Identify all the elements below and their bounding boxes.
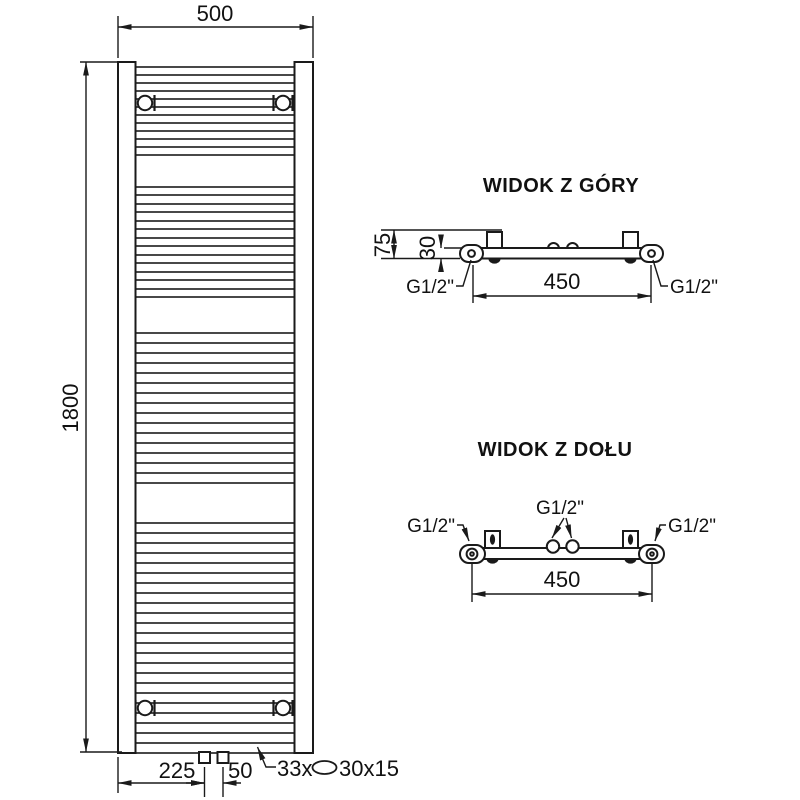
dim-depth-label: 75 [370, 233, 395, 257]
top-bracket-foot-right [624, 259, 637, 264]
top-fitting-left-thread [467, 249, 476, 258]
bottom-thread-center-label: G1/2" [536, 498, 584, 519]
bottom-pipe-left [198, 751, 211, 764]
dim-top-connections: 450 [472, 265, 652, 303]
tube-profile-note: 33x 30x15 [256, 746, 399, 781]
tube-note-suffix: 30x15 [339, 756, 399, 781]
radiator-tube [133, 288, 297, 298]
bottom-bracket-foot-left [486, 559, 499, 564]
top-fitting-right-thread [647, 249, 656, 258]
bottom-radiator-bar [464, 547, 659, 560]
top-thread-right-label: G1/2" [670, 277, 718, 298]
wall-bracket-mount [136, 94, 154, 112]
radiator-tube [133, 562, 297, 574]
radiator-tube [133, 412, 297, 424]
dim-bottom-connections: 450 [471, 564, 653, 602]
wall-bracket-mount [136, 699, 154, 717]
dim-width: 500 [117, 1, 314, 58]
radiator-tube [133, 622, 297, 634]
bottom-connection-left [545, 539, 561, 554]
radiator-tube [133, 432, 297, 444]
bottom-thread-center: G1/2" [536, 498, 584, 539]
bottom-view: WIDOK Z DOŁU G1/2" G1/2" G1/2 [407, 439, 716, 602]
radiator-tube [133, 66, 297, 76]
top-thread-left-label: G1/2" [406, 277, 454, 298]
tube-note-prefix: 33x [277, 756, 312, 781]
top-bracket-right [622, 231, 639, 250]
radiator-tube [133, 203, 297, 213]
radiator-tube [133, 542, 297, 554]
radiator-tube [133, 114, 297, 124]
bottom-thread-sides: G1/2" G1/2" [407, 516, 716, 542]
bottom-bracket-left-slot [489, 534, 496, 545]
radiator-tube [133, 82, 297, 92]
collector-right [293, 61, 314, 754]
bottom-thread-left-label: G1/2" [407, 516, 455, 537]
radiator-tube [133, 271, 297, 281]
radiator-tube [133, 642, 297, 654]
wall-bracket-mount [274, 699, 292, 717]
dim-pipe-gap-label: 50 [228, 758, 252, 783]
radiator-tube [133, 237, 297, 247]
dim-width-label: 500 [197, 1, 234, 26]
top-view: WIDOK Z GÓRY 75 30 [370, 173, 718, 303]
radiator-tube [133, 602, 297, 614]
radiator-tube [133, 146, 297, 156]
radiator-tube [133, 472, 297, 484]
oval-profile-icon [311, 760, 338, 775]
bottom-view-title: WIDOK Z DOŁU [478, 439, 633, 461]
radiator-tube [133, 392, 297, 404]
top-thread-labels: G1/2" G1/2" [406, 259, 718, 298]
dim-height-label: 1800 [58, 384, 83, 433]
radiator-tube [133, 452, 297, 464]
bottom-fitting-left-center [469, 551, 475, 557]
radiator-tube [133, 682, 297, 694]
dim-bottom-connections-label: 450 [544, 567, 581, 592]
top-bracket-foot-left [488, 259, 501, 264]
radiator-tube [133, 372, 297, 384]
radiator-tube [133, 220, 297, 230]
wall-bracket-mount [274, 94, 292, 112]
dim-height: 1800 [58, 61, 122, 753]
dim-tube-depth: 30 [415, 234, 462, 272]
radiator-tube [133, 352, 297, 364]
dim-bottom-pipes: 225 50 [117, 757, 252, 797]
radiator-tube [133, 522, 297, 534]
bottom-pipe-right [216, 751, 230, 764]
radiator-tube [133, 662, 297, 674]
radiator-tube [133, 254, 297, 264]
bottom-fitting-right-center [649, 551, 655, 557]
radiator-tube [133, 742, 297, 754]
front-view: 500 1800 225 50 33x 30x15 [58, 1, 399, 797]
top-view-title: WIDOK Z GÓRY [483, 173, 640, 197]
radiator-tube [133, 130, 297, 140]
tubes-group [133, 66, 297, 754]
top-radiator-bar [464, 247, 659, 260]
bottom-bracket-foot-right [624, 559, 637, 564]
radiator-tube [133, 702, 297, 714]
bottom-connection-right [565, 539, 580, 554]
radiator-tube [133, 722, 297, 734]
radiator-tube [133, 186, 297, 196]
radiator-tube [133, 582, 297, 594]
dim-depth: 75 [370, 229, 502, 260]
radiator-tube [133, 332, 297, 344]
collector-left [117, 61, 137, 754]
bottom-thread-right-label: G1/2" [668, 516, 716, 537]
bottom-bracket-right-slot [627, 534, 634, 545]
top-bracket-left [486, 231, 503, 250]
radiator-tube [133, 98, 297, 108]
dim-tube-depth-label: 30 [415, 236, 440, 260]
dim-top-connections-label: 450 [544, 269, 581, 294]
dim-pipe-left-label: 225 [159, 758, 196, 783]
